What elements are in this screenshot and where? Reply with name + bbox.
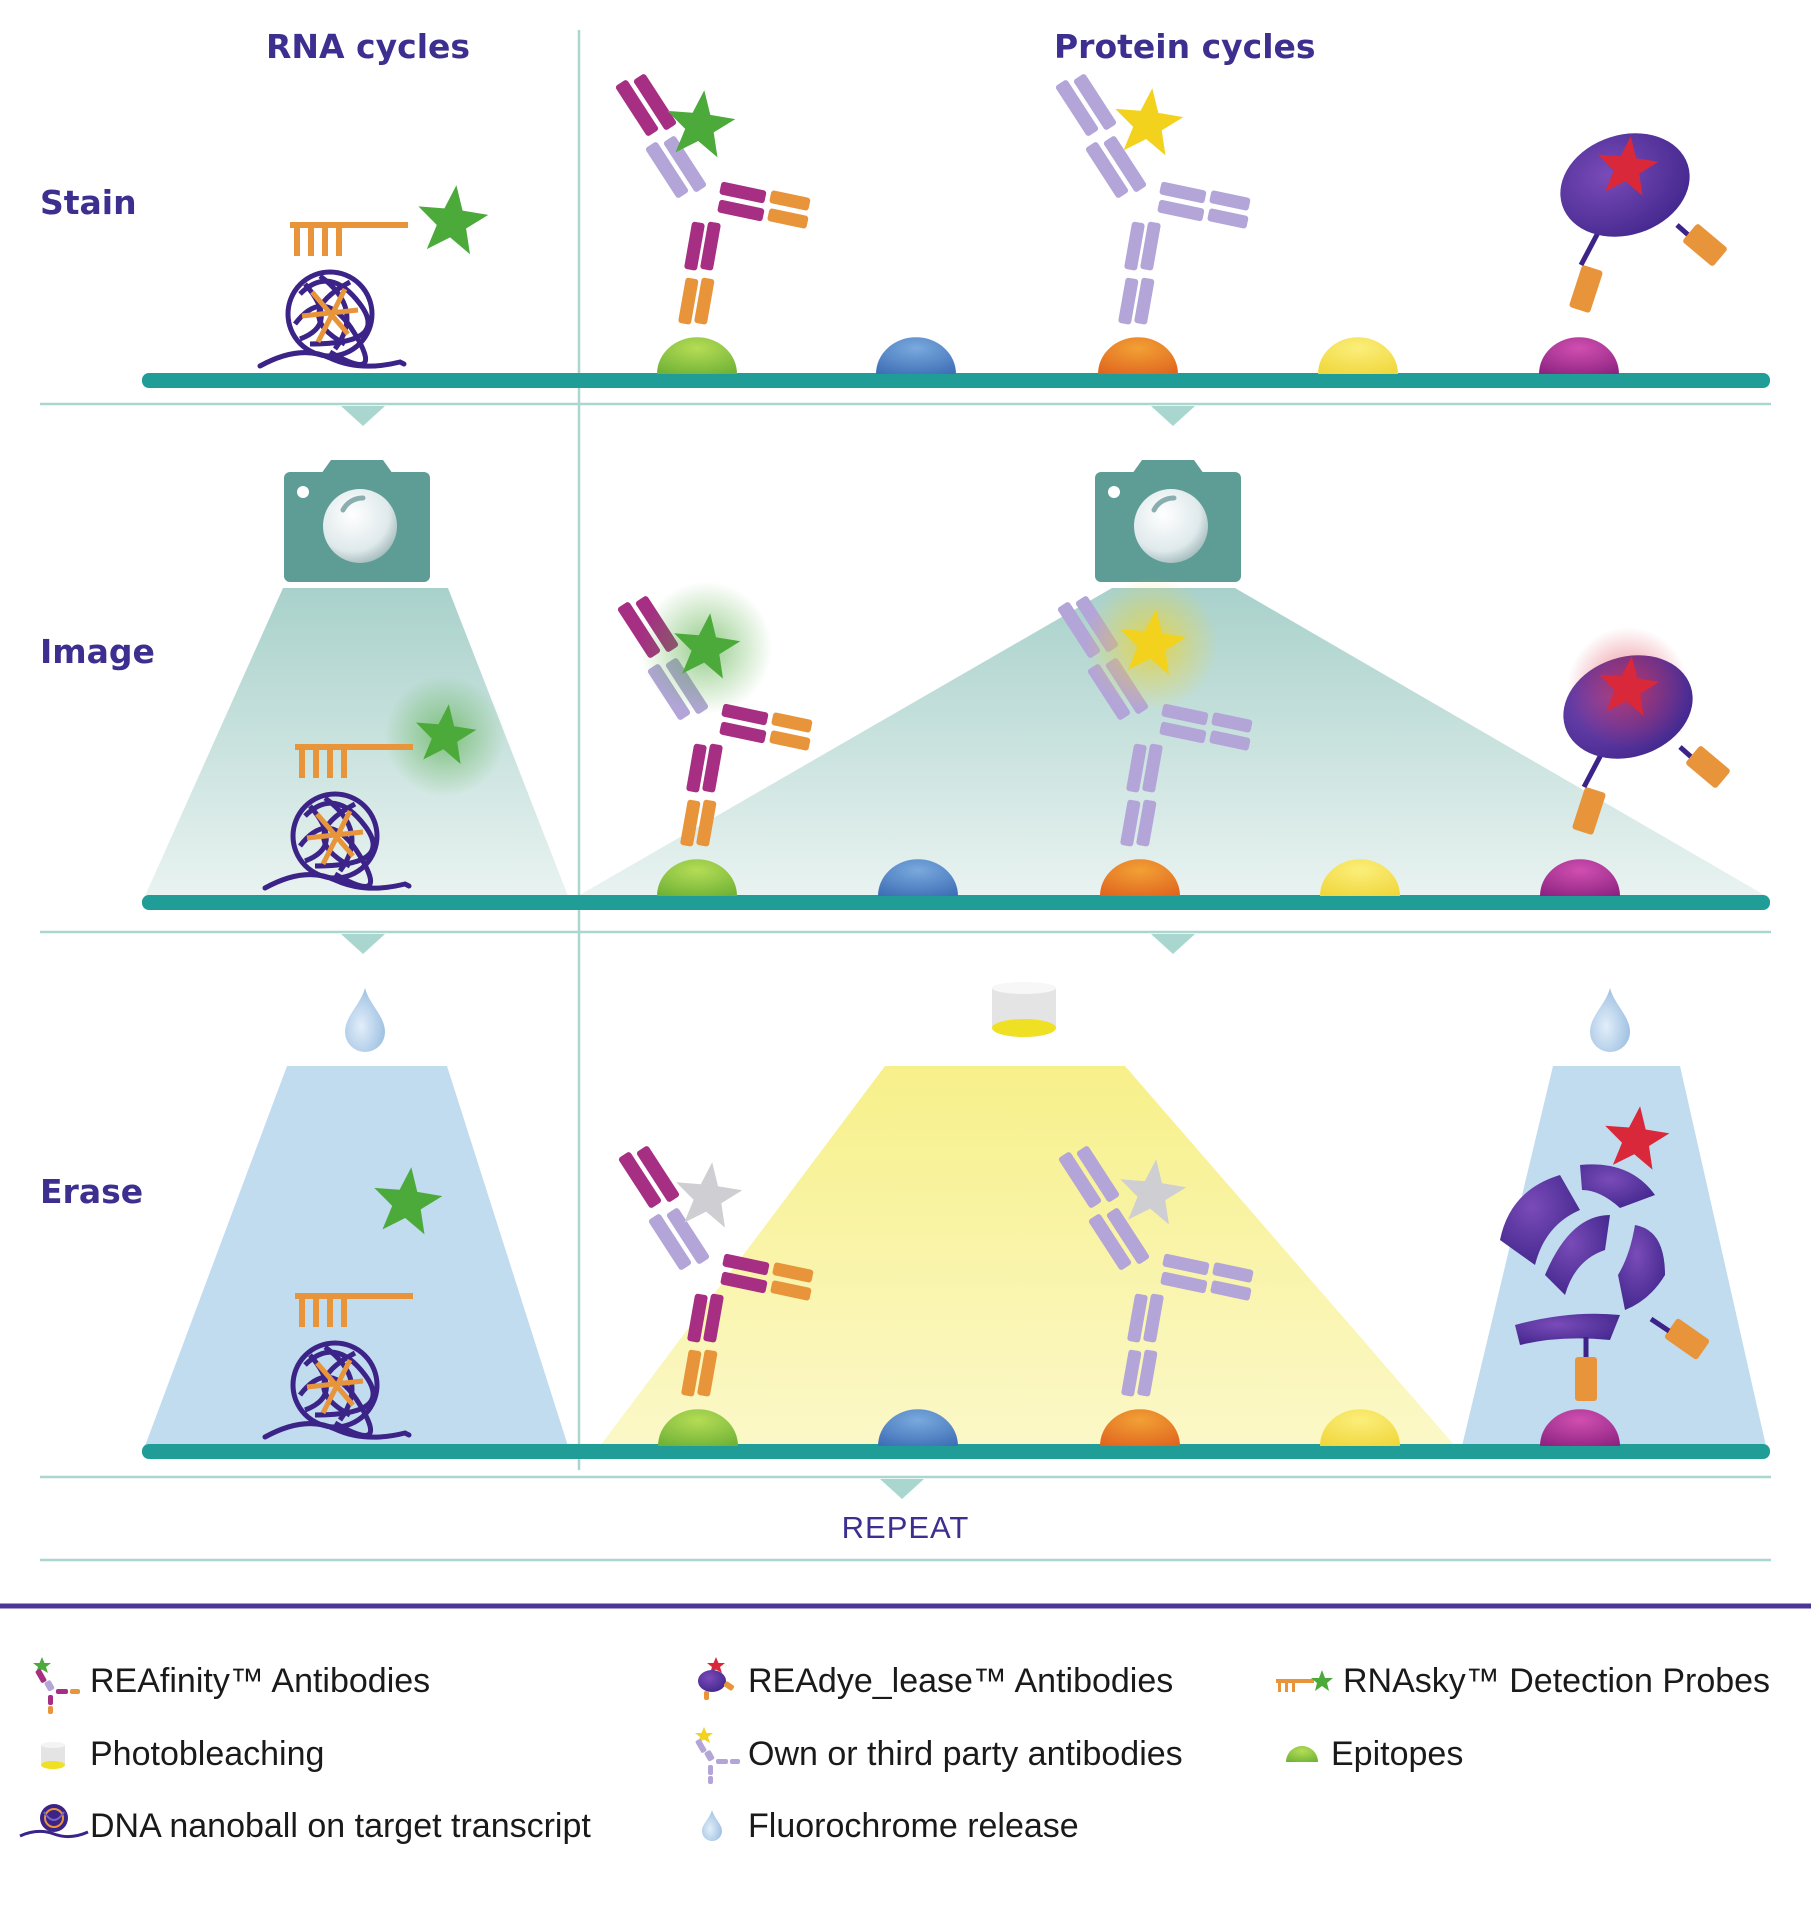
- legend-photobleaching-label: Photobleaching: [90, 1735, 325, 1773]
- readye-antibody-icon: [698, 1657, 735, 1700]
- rna-stain-nanoball: [257, 222, 408, 369]
- reafinity-antibody-erase: [618, 1146, 814, 1397]
- own-antibody-erase: [1058, 1146, 1254, 1397]
- own-antibody-stain: [1055, 74, 1251, 325]
- epitope-icon: [1286, 1746, 1318, 1762]
- rna-erase-star-icon: [374, 1167, 443, 1235]
- repeat-label: REPEAT: [841, 1510, 970, 1545]
- epitope-yellow-stain: [1318, 337, 1398, 374]
- epitope-orange-stain: [1098, 337, 1178, 374]
- dna-nanoball-icon: [19, 1804, 89, 1839]
- row-label-image: Image: [40, 632, 155, 671]
- epitope-yellow-image: [1320, 859, 1400, 896]
- reafinity-star-erase-grey-icon: [676, 1162, 743, 1228]
- epitope-green-image: [657, 859, 737, 896]
- epitope-orange-erase: [1100, 1409, 1180, 1446]
- epitope-magenta-stain: [1539, 337, 1619, 374]
- epitope-blue-erase: [878, 1409, 958, 1446]
- camera-protein-icon: [1095, 460, 1241, 582]
- legend-nanoball-label: DNA nanoball on target transcript: [90, 1807, 591, 1845]
- legend-own-antibodies-label: Own or third party antibodies: [748, 1735, 1183, 1773]
- epitope-magenta-image: [1540, 859, 1620, 896]
- header-protein-cycles: Protein cycles: [1054, 27, 1316, 66]
- rna-image-star-icon: [384, 675, 506, 797]
- row-label-stain: Stain: [40, 183, 137, 222]
- readye-antibody-stain: [1560, 133, 1727, 313]
- camera-rna-icon: [284, 460, 430, 582]
- reafinity-star-image-icon: [639, 581, 773, 715]
- own-star-erase-grey-icon: [1120, 1159, 1187, 1225]
- header-rna-cycles: RNA cycles: [266, 27, 471, 66]
- rna-drop-icon: [345, 988, 385, 1052]
- legend-fluorochrome-label: Fluorochrome release: [748, 1807, 1079, 1845]
- epitope-yellow-erase: [1320, 1409, 1400, 1446]
- readye-stem-erase: [1575, 1337, 1597, 1401]
- readye-star-erase-icon: [1605, 1106, 1670, 1170]
- own-antibody-icon: [695, 1727, 740, 1784]
- epitope-blue-stain: [876, 337, 956, 374]
- row-label-erase: Erase: [40, 1172, 144, 1211]
- epitope-blue-image: [878, 859, 958, 896]
- own-star-stain-icon: [1115, 88, 1184, 156]
- readye-star-image-icon: [1567, 627, 1689, 749]
- epitope-magenta-erase: [1540, 1409, 1620, 1446]
- water-drop-icon: [702, 1810, 722, 1841]
- legend-readye-label: REAdye_lease™ Antibodies: [748, 1662, 1174, 1700]
- rna-image-nanoball: [262, 744, 413, 891]
- reafinity-antibody-stain: [615, 74, 811, 325]
- own-star-image-icon: [1085, 577, 1219, 711]
- epitope-green-stain: [657, 337, 737, 374]
- legend-rnasky-label: RNAsky™ Detection Probes: [1343, 1662, 1771, 1700]
- readye-star-stain-icon: [1598, 136, 1659, 196]
- readye-arm-erase: [1649, 1316, 1710, 1360]
- epitope-green-erase: [658, 1409, 738, 1446]
- rna-stain-star-icon: [418, 185, 489, 255]
- legend-reafinity-label: REAfinity™ Antibodies: [90, 1662, 431, 1700]
- reafinity-star-stain-icon: [667, 90, 736, 158]
- protein-drop-icon: [1590, 988, 1630, 1052]
- photobleach-lamp-icon: [992, 982, 1056, 1037]
- photobleach-lamp-icon: [41, 1742, 65, 1769]
- epitope-orange-image: [1100, 859, 1180, 896]
- rna-erase-nanoball: [262, 1293, 413, 1440]
- reafinity-antibody-icon: [33, 1657, 80, 1714]
- fragmented-dye-icon: [1500, 1164, 1665, 1345]
- rnasky-probe-icon: [1276, 1670, 1333, 1692]
- legend-epitopes-label: Epitopes: [1331, 1735, 1464, 1773]
